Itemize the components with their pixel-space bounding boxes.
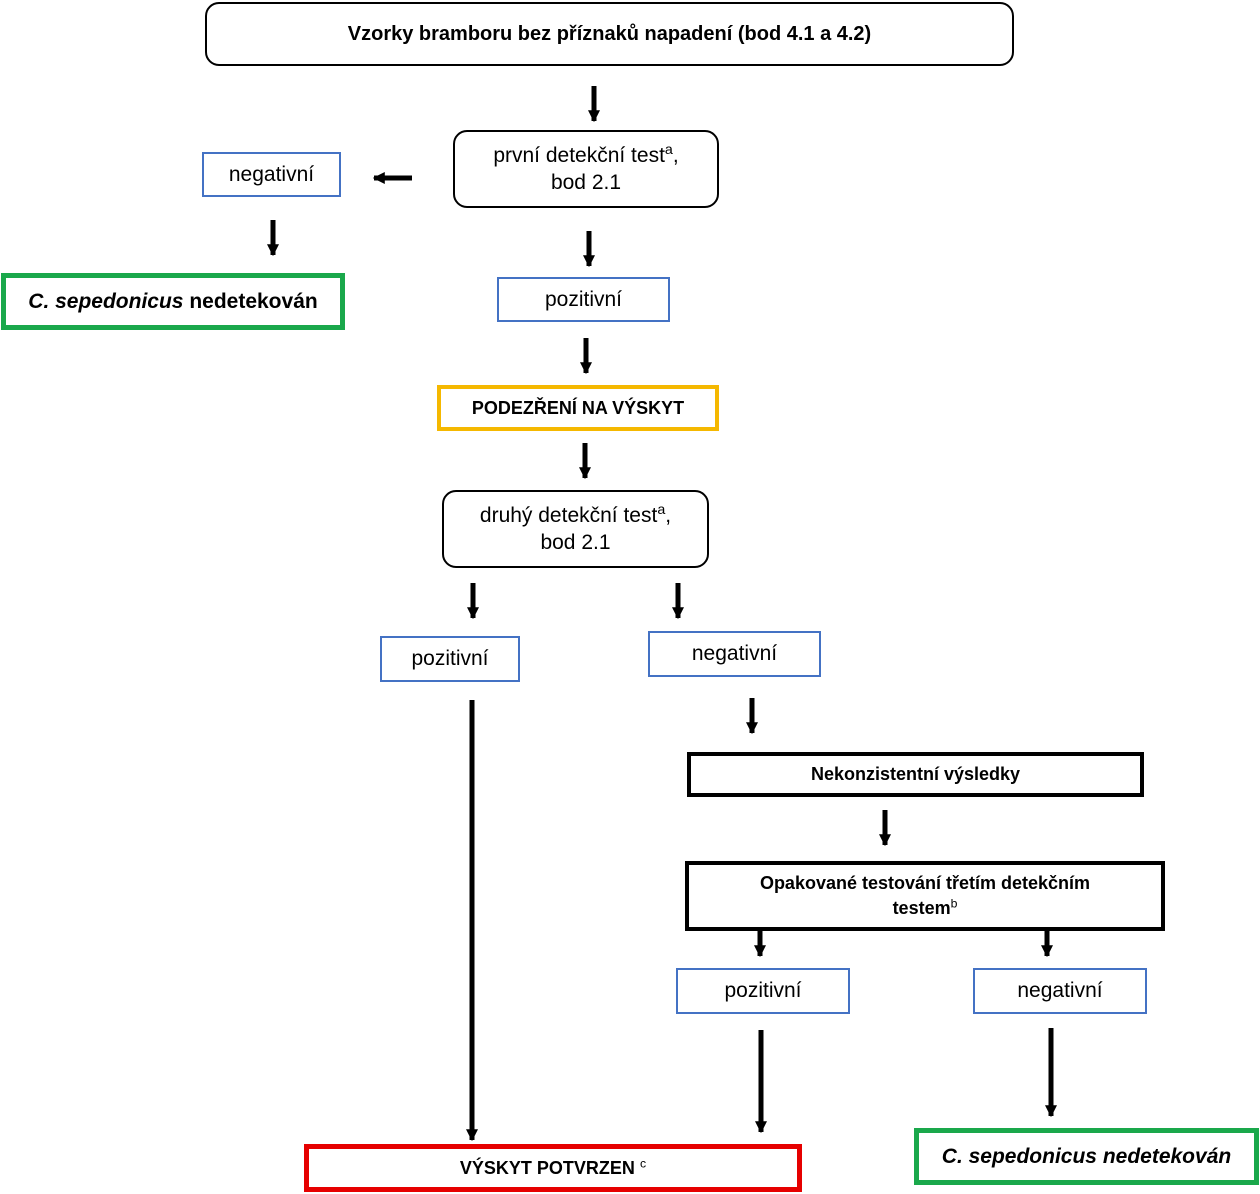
first-test-label: první detekční test (493, 144, 665, 167)
negative-label-1: negativní (228, 162, 315, 186)
positive-box-1: pozitivní (497, 277, 670, 322)
positive-label-1: pozitivní (544, 287, 623, 311)
negative-box-1: negativní (202, 152, 341, 197)
third-test-box: Opakované testování třetím detekčním tes… (685, 861, 1165, 931)
negative-box-3: negativní (973, 968, 1147, 1014)
third-test-label-2: testem (892, 898, 951, 918)
first-test-sup: a (664, 142, 673, 159)
not-detected-box-1: C. sepedonicus nedetekován (1, 273, 345, 330)
second-test-sup: a (657, 502, 666, 519)
third-test-label: Opakované testování třetím detekčním (759, 873, 1091, 893)
start-box: Vzorky bramboru bez příznaků napadení (b… (205, 2, 1014, 66)
not-detected-label-2: C. sepedonicus nedetekován (941, 1144, 1232, 1168)
positive-box-3: pozitivní (676, 968, 850, 1014)
confirmed-box: VÝSKYT POTVRZEN c (304, 1144, 802, 1192)
species-name-1: C. sepedonicus (28, 289, 184, 313)
first-test-box: první detekční testa, bod 2.1 (453, 130, 719, 208)
suspicion-label: PODEZŘENÍ NA VÝSKYT (471, 397, 685, 418)
not-detected-box-2: C. sepedonicus nedetekován (914, 1128, 1259, 1185)
negative-label-2: negativní (691, 642, 778, 665)
inconsistent-label: Nekonzistentní výsledky (810, 764, 1021, 784)
confirmed-label: VÝSKYT POTVRZEN (459, 1157, 635, 1178)
first-test-ref: bod 2.1 (550, 171, 622, 194)
start-box-label: Vzorky bramboru bez příznaků napadení (b… (347, 22, 872, 45)
negative-label-3: negativní (1017, 979, 1103, 1002)
positive-label-3: pozitivní (724, 979, 802, 1002)
second-test-label: druhý detekční test (479, 504, 658, 527)
not-detected-label-1: nedetekován (183, 289, 318, 313)
positive-box-2: pozitivní (380, 636, 520, 682)
second-test-ref: bod 2.1 (540, 531, 611, 554)
confirmed-sup: c (639, 1155, 647, 1170)
negative-box-2: negativní (648, 631, 821, 677)
third-test-sup: b (950, 896, 958, 911)
positive-label-2: pozitivní (411, 647, 489, 670)
second-test-comma: , (665, 504, 672, 527)
first-test-comma: , (672, 144, 679, 167)
inconsistent-box: Nekonzistentní výsledky (687, 752, 1144, 797)
second-test-box: druhý detekční testa, bod 2.1 (442, 490, 709, 568)
suspicion-box: PODEZŘENÍ NA VÝSKYT (437, 385, 719, 431)
